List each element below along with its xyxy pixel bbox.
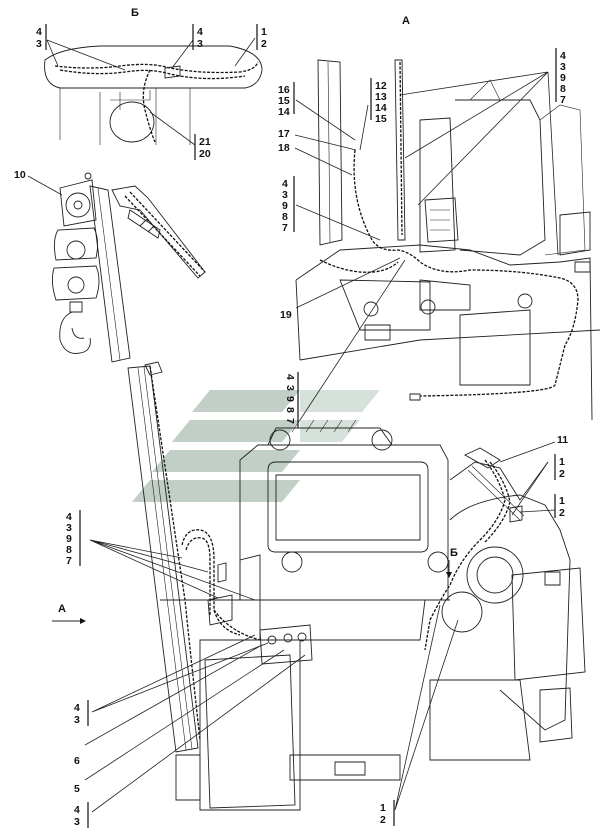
callout-main-11: 11 — [557, 434, 568, 446]
view-b: Б — [44, 7, 263, 146]
callout-b-bottom-20: 20 — [199, 148, 211, 160]
callout-main-lower-3: 3 — [74, 714, 80, 726]
view-a-title: А — [402, 15, 410, 27]
callout-a-14b: 14 — [375, 102, 387, 114]
callout-main-left-7: 7 — [66, 555, 72, 567]
watermark-logo — [132, 390, 380, 502]
callout-a-left-9: 9 — [282, 200, 288, 212]
arrow-a-label: А — [58, 603, 66, 615]
callout-main-upper-1: 1 — [559, 456, 565, 468]
callout-a-rotated-stack: 4 3 9 8 7 — [284, 374, 296, 424]
callout-a-tr-7: 7 — [560, 94, 566, 106]
callout-a-19: 19 — [280, 309, 292, 321]
callout-b-left-4: 4 — [36, 26, 42, 38]
callout-b-right-1: 1 — [261, 26, 267, 38]
arrow-a: А — [52, 603, 86, 624]
callout-a-16: 16 — [278, 84, 290, 96]
callout-b-mid-3: 3 — [197, 38, 203, 50]
callout-main-left-8: 8 — [66, 544, 72, 556]
callout-a-17: 17 — [278, 128, 290, 140]
callout-main-5: 5 — [74, 783, 80, 795]
arrow-b-label: Б — [450, 547, 458, 559]
callout-main-bottom-2: 2 — [380, 814, 386, 826]
callout-a-13: 13 — [375, 91, 387, 103]
callout-a-tr-4: 4 — [560, 50, 566, 62]
callout-main-left-3: 3 — [66, 522, 72, 534]
callout-main-lower-4: 4 — [74, 702, 80, 714]
callout-a-14: 14 — [278, 106, 290, 118]
callout-hook-10: 10 — [14, 169, 26, 181]
callout-main-bottom-4: 4 — [74, 804, 80, 816]
callout-a-rot-3: 3 — [284, 385, 296, 391]
callout-main-mid-2: 2 — [559, 507, 565, 519]
arrow-b: Б — [446, 547, 458, 578]
callout-a-rot-7: 7 — [284, 418, 296, 424]
view-b-title: Б — [131, 7, 139, 19]
callout-a-15b: 15 — [375, 113, 387, 125]
callout-a-12: 12 — [375, 80, 387, 92]
callout-a-left-8: 8 — [282, 211, 288, 223]
view-a: А — [294, 15, 601, 421]
callout-main-left-9: 9 — [66, 533, 72, 545]
callout-a-rot-8: 8 — [284, 407, 296, 413]
main-view — [84, 361, 586, 813]
callout-a-tr-9: 9 — [560, 72, 566, 84]
callout-a-left-3: 3 — [282, 189, 288, 201]
callout-b-mid-4: 4 — [197, 26, 203, 38]
callout-b-right-2: 2 — [261, 38, 267, 50]
callout-a-rot-4: 4 — [284, 374, 296, 380]
callout-main-mid-1: 1 — [559, 495, 565, 507]
callout-a-tr-3: 3 — [560, 61, 566, 73]
callout-main-bottom-3: 3 — [74, 816, 80, 828]
callout-main-left-4: 4 — [66, 511, 72, 523]
hook-detail: 10 — [14, 169, 206, 363]
callout-a-left-4: 4 — [282, 178, 288, 190]
callout-a-18: 18 — [278, 142, 290, 154]
callout-main-bottom-1: 1 — [380, 802, 386, 814]
callout-a-left-7: 7 — [282, 222, 288, 234]
callout-main-6: 6 — [74, 755, 80, 767]
callout-a-tr-8: 8 — [560, 83, 566, 95]
callout-a-15: 15 — [278, 95, 290, 107]
callout-main-upper-2: 2 — [559, 468, 565, 480]
callout-b-left-3: 3 — [36, 38, 42, 50]
callout-a-rot-9: 9 — [284, 396, 296, 402]
callout-b-bottom-21: 21 — [199, 136, 211, 148]
